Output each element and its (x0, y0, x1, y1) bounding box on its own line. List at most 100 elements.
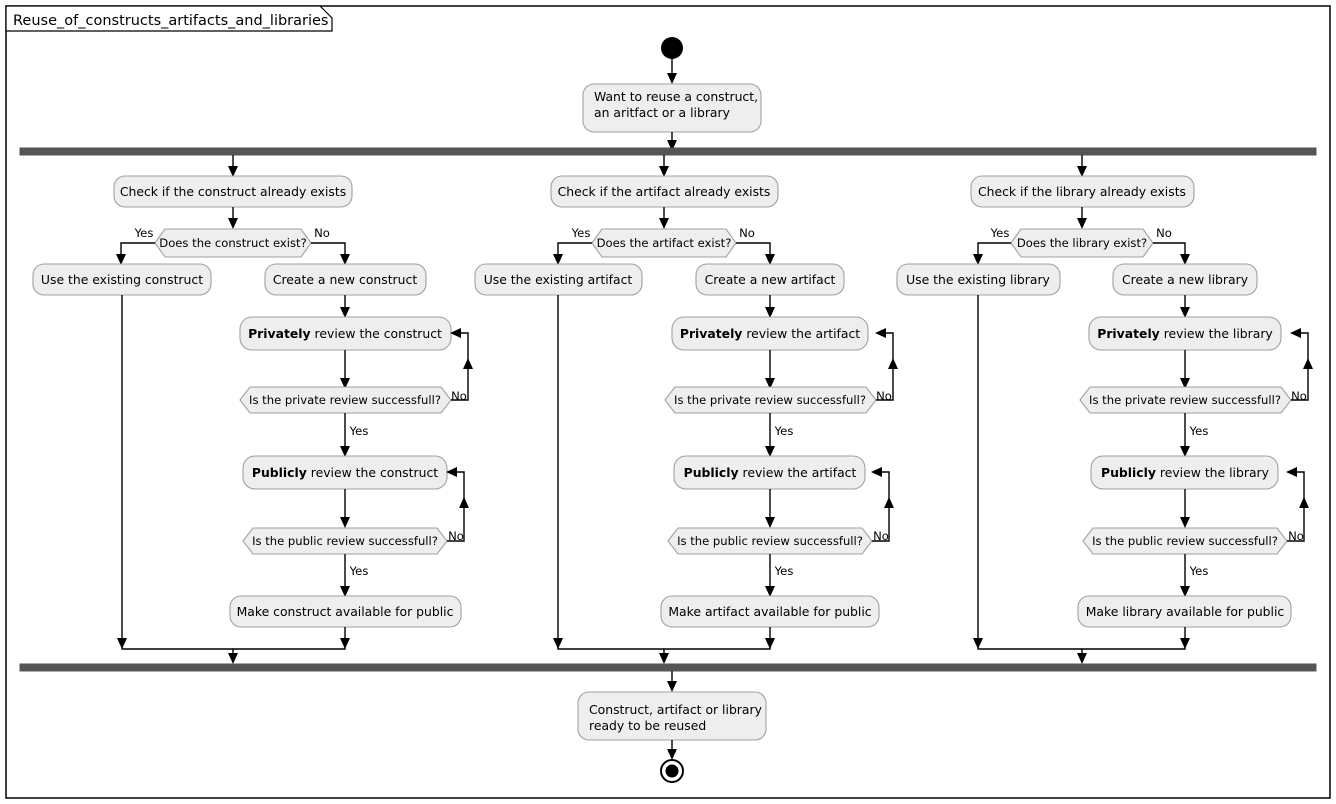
arrowhead-use-existing-down-library (973, 638, 983, 649)
activity-check-artifact-label: Check if the artifact already exists (558, 184, 771, 199)
edge-label-yes-construct: Yes (134, 226, 154, 240)
arrowhead-no-public-loop-artifact (871, 467, 882, 477)
public-review-rest-artifact: review the artifact (739, 465, 857, 480)
arrowhead-create-private-library (1180, 307, 1190, 318)
arrowhead-check-decision-artifact (659, 218, 669, 229)
private-review-rest-artifact: review the artifact (742, 326, 860, 341)
activity-check-library-label: Check if the library already exists (978, 184, 1186, 199)
activity-create-new-artifact-label: Create a new artifact (705, 272, 836, 287)
activity-use-existing-library-label: Use the existing library (906, 272, 1050, 287)
activity-intro-line1: Want to reuse a construct, (594, 89, 758, 104)
edge-label-no-public-construct: No (448, 529, 464, 543)
join-bar (19, 663, 1317, 672)
edge-label-yes-public-construct: Yes (349, 564, 369, 578)
arrowhead-outro-end (667, 749, 677, 760)
edge-label-no-private-artifact: No (876, 389, 892, 403)
arrowhead-yes-private-construct (340, 446, 350, 457)
edge-label-no-private-library: No (1291, 389, 1307, 403)
decision-private-review-construct-label: Is the private review successfull? (249, 393, 441, 407)
arrowhead-no-library (1180, 254, 1190, 265)
activity-private-review-artifact-label: Privately review the artifact (680, 326, 860, 341)
frame-border (5, 5, 1331, 799)
edge-label-yes-public-artifact: Yes (774, 564, 794, 578)
private-review-bold-artifact: Privately (680, 326, 743, 341)
branch-construct: Check if the construct already exists Do… (32, 155, 473, 664)
edge-label-yes-artifact: Yes (571, 226, 591, 240)
activity-public-review-library-label: Publicly review the library (1101, 465, 1269, 480)
arrowhead-create-private-artifact (765, 307, 775, 318)
arrowhead-make-available-down-artifact (765, 638, 775, 649)
flow-no-artifact (736, 242, 771, 258)
fork-bar (19, 147, 1317, 156)
flow-yes-artifact (557, 242, 592, 258)
arrowhead-make-available-down-library (1180, 638, 1190, 649)
arrowhead-yes-public-artifact (765, 586, 775, 597)
arrowhead-yes-construct (116, 254, 126, 265)
flow-make-available-merge-construct (232, 627, 346, 659)
arrowhead-no-construct (340, 254, 350, 265)
flow-make-available-merge-library (1081, 627, 1186, 659)
arrowhead-merge-join-construct (228, 653, 238, 664)
arrowhead-yes-artifact (553, 254, 563, 265)
arrowhead-yes-private-library (1180, 446, 1190, 457)
flow-no-library (1153, 242, 1186, 258)
activity-make-available-construct-label: Make construct available for public (237, 604, 454, 619)
arrowhead-no-private-up-library (1303, 358, 1313, 369)
edge-label-yes-private-artifact: Yes (774, 424, 794, 438)
edge-label-no-library: No (1156, 226, 1172, 240)
decision-public-review-construct-label: Is the public review successfull? (252, 534, 438, 548)
arrowhead-no-private-loop-artifact (875, 328, 886, 338)
branch-library: Check if the library already exists Does… (896, 155, 1313, 664)
activity-check-construct-label: Check if the construct already exists (120, 184, 346, 199)
arrowhead-no-private-loop-construct (450, 328, 461, 338)
private-review-rest-construct: review the construct (311, 326, 442, 341)
activity-private-review-library-label: Privately review the library (1097, 326, 1273, 341)
activity-intro-line2: an aritfact or a library (594, 105, 730, 120)
private-review-rest-library: review the library (1160, 326, 1273, 341)
activity-use-existing-construct-label: Use the existing construct (41, 272, 203, 287)
edge-label-no-public-artifact: No (873, 529, 889, 543)
arrowhead-no-public-up-construct (459, 497, 469, 508)
activity-outro-line2: ready to be reused (589, 718, 706, 733)
arrowhead-no-private-loop-library (1290, 328, 1301, 338)
arrowhead-start-intro (667, 73, 677, 84)
arrowhead-merge-join-library (1077, 653, 1087, 664)
edge-label-no-public-library: No (1288, 529, 1304, 543)
decision-private-review-library-label: Is the private review successfull? (1089, 393, 1281, 407)
arrowhead-no-artifact (765, 254, 775, 265)
public-review-rest-library: review the library (1156, 465, 1269, 480)
decision-public-review-library-label: Is the public review successfull? (1092, 534, 1278, 548)
arrowhead-create-private-construct (340, 307, 350, 318)
edge-label-no-construct: No (314, 226, 330, 240)
decision-library-exists-label: Does the library exist? (1017, 236, 1147, 250)
arrowhead-public-decision-artifact (765, 517, 775, 528)
edge-label-yes-public-library: Yes (1189, 564, 1209, 578)
arrowhead-public-decision-construct (340, 517, 350, 528)
edge-label-yes-private-library: Yes (1189, 424, 1209, 438)
flow-yes-library (977, 242, 1011, 258)
arrowhead-no-private-up-artifact (888, 358, 898, 369)
activity-public-review-construct-label: Publicly review the construct (252, 465, 438, 480)
frame-title-tab (5, 5, 333, 32)
activity-use-existing-artifact-label: Use the existing artifact (484, 272, 633, 287)
arrowhead-join-outro (667, 681, 677, 692)
arrowhead-private-decision-construct (340, 378, 350, 389)
end-node-core (665, 764, 679, 778)
arrowhead-no-public-loop-library (1286, 467, 1297, 477)
edge-label-yes-private-construct: Yes (349, 424, 369, 438)
decision-private-review-artifact-label: Is the private review successfull? (674, 393, 866, 407)
arrowhead-public-decision-library (1180, 517, 1190, 528)
activity-make-available-artifact-label: Make artifact available for public (668, 604, 871, 619)
public-review-rest-construct: review the construct (307, 465, 438, 480)
flow-use-existing-merge-artifact (557, 295, 664, 650)
decision-public-review-artifact-label: Is the public review successfull? (677, 534, 863, 548)
edge-label-no-artifact: No (739, 226, 755, 240)
flow-make-available-merge-artifact (663, 627, 771, 659)
arrowhead-no-public-loop-construct (446, 467, 457, 477)
arrowhead-yes-private-artifact (765, 446, 775, 457)
arrowhead-yes-public-construct (340, 586, 350, 597)
decision-artifact-exists-label: Does the artifact exist? (597, 236, 732, 250)
arrowhead-make-available-down-construct (340, 638, 350, 649)
arrowhead-check-decision-library (1077, 218, 1087, 229)
